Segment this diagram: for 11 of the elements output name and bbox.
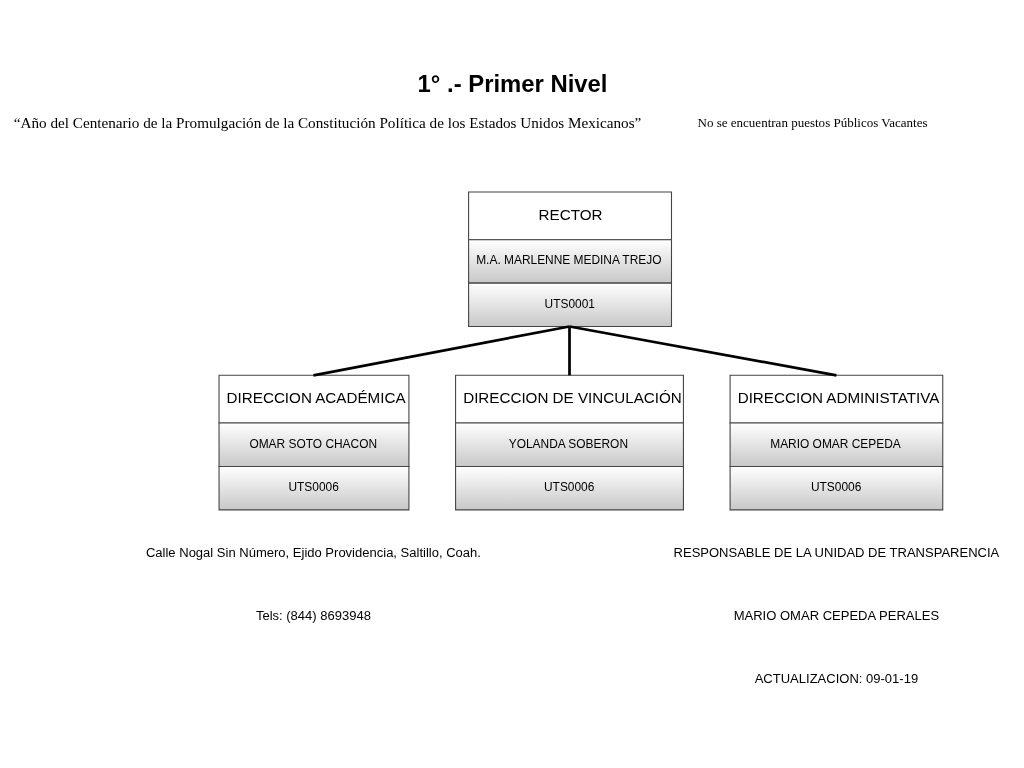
label: RESPONSABLE DE LA UNIDAD DE TRANSPARENCIA: [673, 544, 1000, 560]
connector: [313, 325, 570, 377]
connector: [568, 326, 571, 376]
label: No se encuentran puestos Públicos Vacantes: [697, 114, 928, 130]
label: “Año del Centenario de la Promulgación de la Constitución Política de los Estados Unidos Mexicanos”: [13, 113, 642, 131]
label: MARIO OMAR CEPEDA PERALES: [733, 607, 940, 623]
diagram-title: 1° .- Primer Nivel: [417, 69, 608, 97]
label: ACTUALIZACION: 09-01-19: [754, 670, 919, 686]
label: Tels: (844) 8693948: [255, 607, 371, 623]
connector: [569, 325, 837, 377]
label: Calle Nogal Sin Número, Ejido Providencia, Saltillo, Coah.: [145, 544, 481, 560]
